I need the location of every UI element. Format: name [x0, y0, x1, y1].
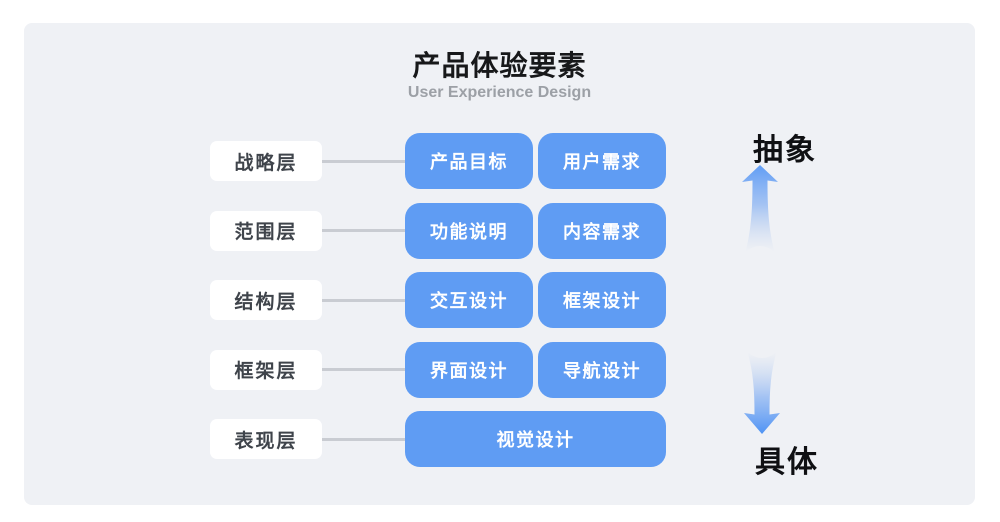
element-box: 功能说明	[405, 202, 533, 259]
layer-label: 结构层	[210, 280, 322, 320]
element-box: 产品目标	[405, 133, 533, 189]
element-box: 内容需求	[538, 202, 666, 259]
element-box: 导航设计	[538, 341, 666, 398]
layers-list: 战略层 产品目标用户需求范围层 功能说明内容需求结构层 交互设计框架设计框架层 界面设计…	[210, 133, 666, 467]
element-box: 视觉设计	[405, 411, 666, 467]
connector-line	[322, 229, 405, 232]
element-box: 用户需求	[538, 133, 666, 189]
concrete-arrow-down-icon	[744, 352, 780, 434]
layer-label: 框架层	[210, 349, 322, 390]
connector-line	[322, 159, 405, 163]
connector-line	[322, 368, 405, 371]
diagram-panel: 产品体验要素 User Experience Design 战略层 产品目标用户需…	[24, 23, 975, 505]
page-title: 产品体验要素	[412, 50, 587, 81]
element-boxes: 视觉设计	[405, 411, 666, 467]
layer-row: 结构层 交互设计框架设计	[210, 272, 666, 328]
element-boxes: 交互设计框架设计	[405, 272, 666, 328]
element-box: 界面设计	[405, 341, 533, 398]
element-box: 框架设计	[538, 272, 666, 328]
element-boxes: 界面设计导航设计	[405, 341, 666, 398]
connector-line	[322, 437, 405, 441]
layer-row: 范围层 功能说明内容需求	[210, 202, 666, 259]
layer-row: 表现层 视觉设计	[210, 411, 666, 467]
layer-label: 表现层	[210, 419, 322, 459]
layer-label: 范围层	[210, 210, 322, 251]
layer-row: 战略层 产品目标用户需求	[210, 133, 666, 189]
connector-line	[322, 298, 405, 302]
element-boxes: 产品目标用户需求	[405, 133, 666, 189]
abstract-label: 抽象	[753, 134, 817, 167]
layer-row: 框架层 界面设计导航设计	[210, 341, 666, 398]
layer-label: 战略层	[210, 141, 322, 181]
concrete-label: 具体	[755, 446, 819, 479]
page-subtitle: User Experience Design	[407, 84, 592, 101]
element-boxes: 功能说明内容需求	[405, 202, 666, 259]
abstract-arrow-up-icon	[742, 165, 778, 252]
element-box: 交互设计	[405, 272, 533, 328]
